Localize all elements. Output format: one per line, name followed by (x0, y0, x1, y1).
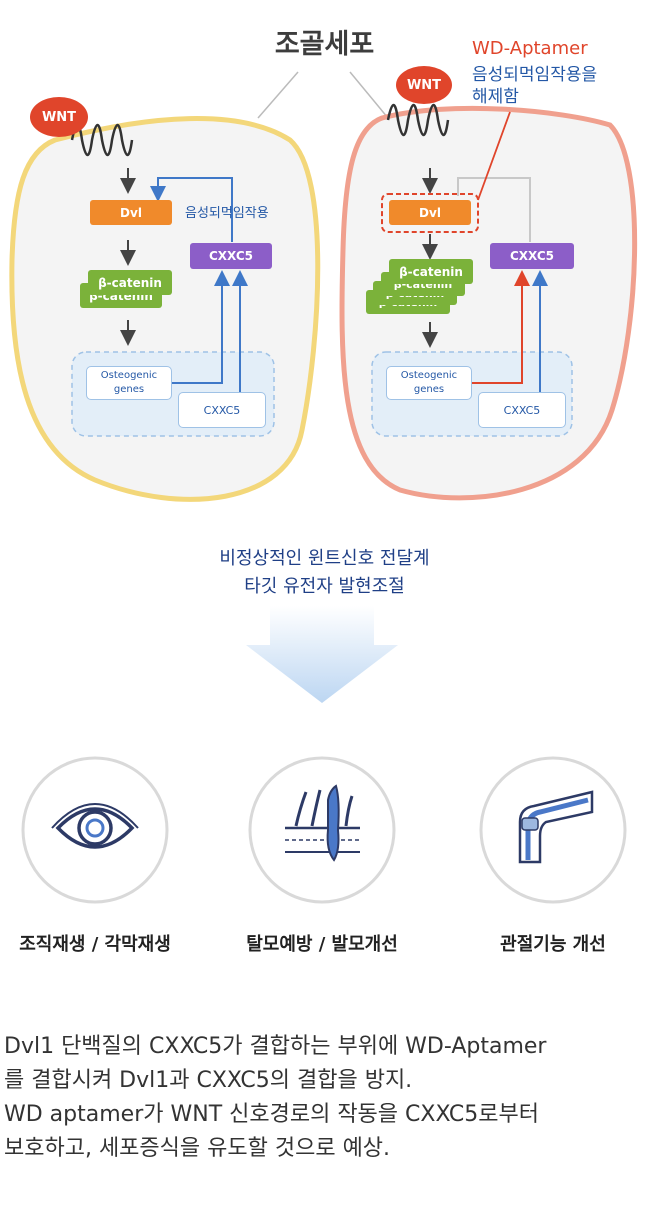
outcome-circle-eye (21, 756, 169, 904)
hair-follicle-icon (285, 784, 360, 862)
right-blocked-inhibition-line (457, 177, 531, 242)
left-inhibition-arrow (150, 177, 233, 242)
knee-joint-icon (518, 790, 594, 864)
right-osteogenic-line1: Osteogenic (400, 370, 458, 381)
aptamer-line1: 음성되먹임작용을 (472, 65, 598, 85)
description-line: Dvl1 단백질의 CXXC5가 결합하는 부위에 WD-Aptamer (4, 1034, 547, 1059)
left-osteogenic-line2: genes (113, 384, 145, 395)
aptamer-pointer-line (477, 111, 511, 201)
left-cxxc5-box: CXXC5 (190, 243, 272, 269)
outcome-label-joint: 관절기능 개선 (500, 934, 606, 955)
left-osteogenic-genes-box: Osteogenic genes (86, 366, 172, 400)
description-line: 보호하고, 세포증식을 유도할 것으로 예상. (4, 1136, 391, 1161)
right-cxxc5-gene-box: CXXC5 (478, 392, 566, 428)
left-osteogenic-to-cxxc5 (172, 270, 230, 384)
right-cxxc5-box: CXXC5 (490, 243, 574, 269)
left-osteogenic-line1: Osteogenic (100, 370, 158, 381)
outcome-label-eye: 조직재생 / 각막재생 (19, 934, 171, 955)
diagram-title: 조골세포 (274, 29, 375, 60)
regulation-line1: 비정상적인 윈트신호 전달계 (219, 548, 430, 569)
left-cell-membrane (9, 116, 321, 502)
left-wnt-receptor-wave (70, 123, 134, 157)
right-wnt-receptor-wave (386, 103, 450, 137)
title-pointer-left (257, 71, 299, 119)
right-osteogenic-genes-box: Osteogenic genes (386, 366, 472, 400)
transition-arrow (246, 606, 398, 703)
left-negative-feedback-label: 음성되먹임작용 (185, 206, 269, 221)
outcome-circle-joint (479, 756, 627, 904)
description-line: WD aptamer가 WNT 신호경로의 작동을 CXXC5로부터 (4, 1102, 540, 1127)
description-line: 를 결합시켜 Dvl1과 CXXC5의 결합을 방지. (4, 1068, 413, 1093)
aptamer-description: 음성되먹임작용을 해제함 (472, 64, 642, 108)
aptamer-title: WD-Aptamer (472, 38, 588, 59)
aptamer-binding-highlight (381, 193, 479, 233)
outcome-label-hair: 탈모예방 / 발모개선 (246, 934, 398, 955)
aptamer-line2: 해제함 (472, 87, 519, 107)
left-dvl-box: Dvl (90, 200, 172, 225)
regulation-line2: 타깃 유전자 발현조절 (244, 576, 405, 597)
description-paragraph: Dvl1 단백질의 CXXC5가 결합하는 부위에 WD-Aptamer 를 결… (4, 1030, 644, 1166)
right-dvl-box: Dvl (389, 200, 471, 225)
right-wnt-ligand: WNT (396, 66, 452, 104)
right-osteogenic-line2: genes (413, 384, 445, 395)
right-beta-catenin-box: β-catenin (389, 259, 473, 284)
eye-icon (51, 803, 139, 849)
left-wnt-ligand: WNT (30, 97, 88, 137)
left-cxxc5-gene-box: CXXC5 (178, 392, 266, 428)
left-beta-catenin-box: β-catenin (88, 270, 172, 295)
title-pointer-right (349, 71, 389, 119)
outcome-circle-hair (248, 756, 396, 904)
regulation-caption: 비정상적인 윈트신호 전달계 타깃 유전자 발현조절 (0, 545, 649, 601)
right-osteogenic-to-cxxc5 (472, 270, 530, 384)
